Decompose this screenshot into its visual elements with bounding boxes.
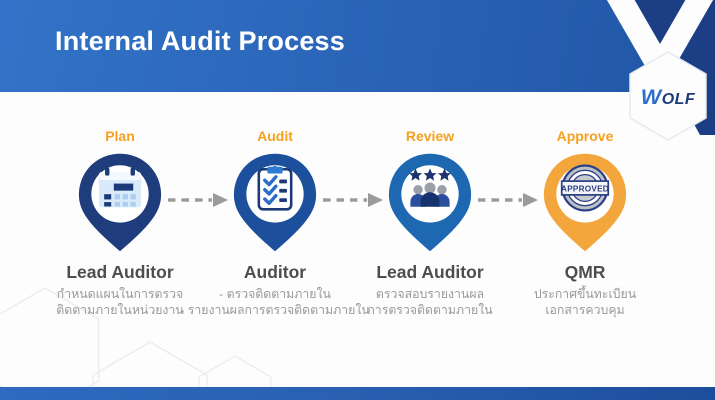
role-description: ประกาศขึ้นทะเบียน เอกสารควบคุม [533, 287, 637, 318]
stage-label: Review [405, 128, 455, 144]
checklist-clipboard-icon [256, 165, 294, 211]
role-heading: Lead Auditor [66, 262, 174, 282]
process-step-review: Review [325, 128, 535, 319]
header-banner: Internal Audit Process [0, 0, 715, 92]
map-pin-plan [77, 152, 163, 253]
role-heading: Auditor [243, 262, 307, 282]
stage-label: Approve [556, 128, 614, 144]
process-step-approve: Approve APPROVED QMR ประกาศขึ้นทะเบียน เ… [480, 128, 690, 319]
stage-label: Plan [105, 128, 135, 144]
role-description: - ตรวจติดตามภายใน - รายงานผลการตรวจติดตา… [180, 287, 370, 318]
wolf-logo: WOLF [640, 84, 696, 109]
role-description: กำหนดแผนในการตรวจ ติดตามภายในหน่วยงาน [56, 287, 184, 318]
role-heading: QMR [564, 262, 606, 282]
flow-arrow-icon [168, 193, 228, 207]
map-pin-review [387, 152, 473, 253]
footer-bar [0, 387, 715, 400]
header-corner-decoration [606, 0, 715, 141]
stage-label: Audit [257, 128, 293, 144]
team-stars-icon [407, 167, 453, 209]
approved-stamp-text: APPROVED [561, 185, 609, 194]
flow-arrow-icon [478, 193, 538, 207]
map-pin-approve: APPROVED [542, 152, 628, 253]
approved-stamp-icon: APPROVED [560, 163, 610, 213]
map-pin-audit [232, 152, 318, 253]
process-step-plan: Plan [15, 128, 225, 319]
role-heading: Lead Auditor [376, 262, 484, 282]
role-description: ตรวจสอบรายงานผล การตรวจติดตามภายใน [367, 287, 493, 318]
page-title: Internal Audit Process [55, 26, 345, 56]
calendar-icon [98, 168, 142, 209]
flow-arrow-icon [323, 193, 383, 207]
process-step-audit: Audit Auditor [170, 128, 380, 319]
